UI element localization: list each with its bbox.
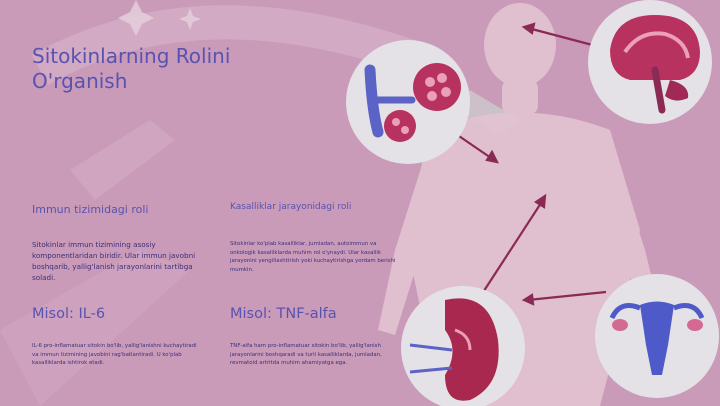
arrows: [455, 22, 607, 306]
section-text-disease: Sitokinlar ko'plab kasalliklar, jumladan…: [230, 241, 396, 273]
sparkle-icon: [179, 8, 201, 30]
uterus-icon: [595, 274, 719, 398]
section-heading-immune: Immun tizimidagi roli: [32, 203, 149, 216]
decor-stripe-2: [70, 120, 175, 200]
section-heading-disease: Kasalliklar jarayonidagi roli: [230, 202, 352, 212]
cells-icon: [346, 40, 470, 164]
page-title: Sitokinlarning Rolini O'rganish: [32, 44, 231, 93]
sparkle-icon: [118, 0, 154, 36]
section-heading-il6: Misol: IL-6: [32, 306, 106, 322]
section-text-il6: IL-6 pro-inflamatuar sitokin bo'lib, yal…: [32, 343, 197, 366]
section-text-tnf: TNF-alfa ham pro-inflamatuar sitokin bo'…: [230, 343, 382, 366]
decor-stripe-1: [0, 250, 190, 406]
decor-arc: [31, 5, 426, 85]
brain-icon: [588, 0, 712, 124]
section-text-immune: Sitokinlar immun tizimining asosiy kompo…: [32, 240, 196, 282]
section-heading-tnf: Misol: TNF-alfa: [230, 306, 337, 322]
kidney-icon: [401, 286, 525, 406]
